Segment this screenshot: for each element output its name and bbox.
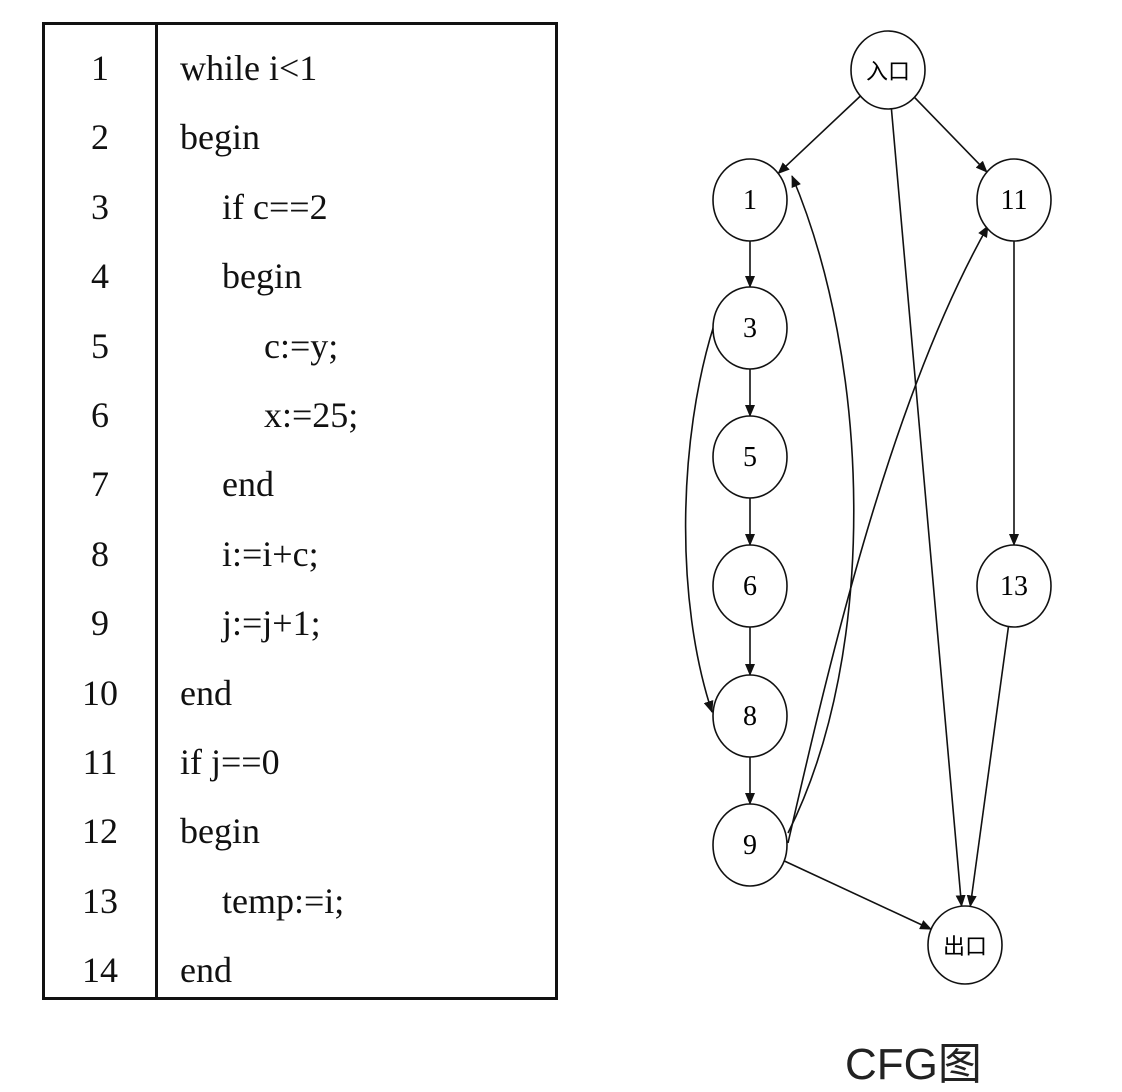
cfg-node-label: 出口 [943, 934, 987, 959]
cfg-edge-n9-to-exit [783, 860, 933, 930]
line-number: 14 [82, 950, 118, 991]
line-number: 12 [82, 811, 118, 852]
code-line: i:=i+c; [222, 533, 319, 574]
cfg-node-entry: 入口 [850, 30, 926, 110]
cfg-node-n5: 5 [712, 415, 788, 499]
cfg-node-label: 1 [743, 185, 757, 216]
line-number: 9 [91, 603, 109, 644]
line-number: 11 [82, 742, 118, 782]
cfg-node-label: 入口 [866, 59, 910, 84]
cfg-node-label: 6 [743, 571, 757, 602]
cfg-node-circle [712, 415, 788, 499]
code-line: end [180, 950, 232, 991]
cfg-node-circle [927, 905, 1003, 985]
cfg-node-label: 5 [743, 442, 757, 473]
line-number: 4 [91, 256, 109, 297]
code-line: end [222, 464, 274, 505]
cfg-node-circle [712, 803, 788, 887]
cfg-node-n8: 8 [712, 674, 788, 758]
cfg-node-circle [712, 544, 788, 628]
cfg-edge-n13-to-exit [966, 626, 1010, 908]
cfg-node-circle [712, 158, 788, 242]
cfg-node-n1: 1 [712, 158, 788, 242]
cfg-node-n9: 9 [712, 803, 788, 887]
cfg-edge-entry-to-exit [890, 108, 966, 908]
line-number: 7 [91, 464, 109, 505]
line-number: 8 [91, 533, 109, 574]
line-number: 10 [82, 672, 118, 713]
cfg-edge-entry-to-n11 [913, 96, 988, 173]
code-line: c:=y; [264, 325, 339, 366]
line-number: 6 [91, 395, 109, 435]
cfg-node-exit: 出口 [927, 905, 1003, 985]
code-column-divider [155, 22, 158, 1000]
code-line: j:=j+1; [222, 603, 321, 644]
code-line: end [180, 672, 232, 713]
line-number: 5 [91, 325, 109, 366]
code-line: while i<1 [180, 48, 318, 88]
cfg-node-circle [712, 286, 788, 370]
code-line: if c==2 [222, 186, 328, 227]
line-number: 3 [91, 186, 109, 227]
code-line: temp:=i; [222, 880, 345, 921]
cfg-node-circle [850, 30, 926, 110]
cfg-node-label: 3 [743, 313, 757, 344]
cfg-node-label: 9 [743, 830, 757, 861]
cfg-edge-n3-to-n8 [684, 324, 715, 713]
code-line: begin [180, 811, 260, 852]
code-line: begin [222, 256, 302, 297]
code-line: begin [180, 117, 260, 158]
cfg-edge-n9-to-n11 [787, 225, 989, 844]
code-listing-table [42, 22, 558, 1000]
cfg-edge-entry-to-n1 [777, 95, 861, 175]
cfg-node-n11: 11 [976, 158, 1052, 242]
cfg-node-circle [976, 544, 1052, 628]
code-line: if j==0 [180, 742, 280, 782]
line-number: 1 [91, 48, 109, 88]
cfg-node-label: 13 [1000, 571, 1028, 602]
cfg-edges [684, 95, 1019, 930]
cfg-node-circle [976, 158, 1052, 242]
cfg-node-n3: 3 [712, 286, 788, 370]
cfg-node-n13: 13 [976, 544, 1052, 628]
line-number: 2 [91, 117, 109, 158]
cfg-node-label: 11 [1001, 185, 1028, 216]
cfg-node-label: 8 [743, 701, 757, 732]
cfg-node-circle [712, 674, 788, 758]
cfg-edge-n9-to-n1 [787, 175, 855, 834]
code-line: x:=25; [264, 395, 359, 435]
diagram-caption: CFG图 [845, 1040, 982, 1089]
line-number: 13 [82, 880, 118, 921]
cfg-node-n6: 6 [712, 544, 788, 628]
